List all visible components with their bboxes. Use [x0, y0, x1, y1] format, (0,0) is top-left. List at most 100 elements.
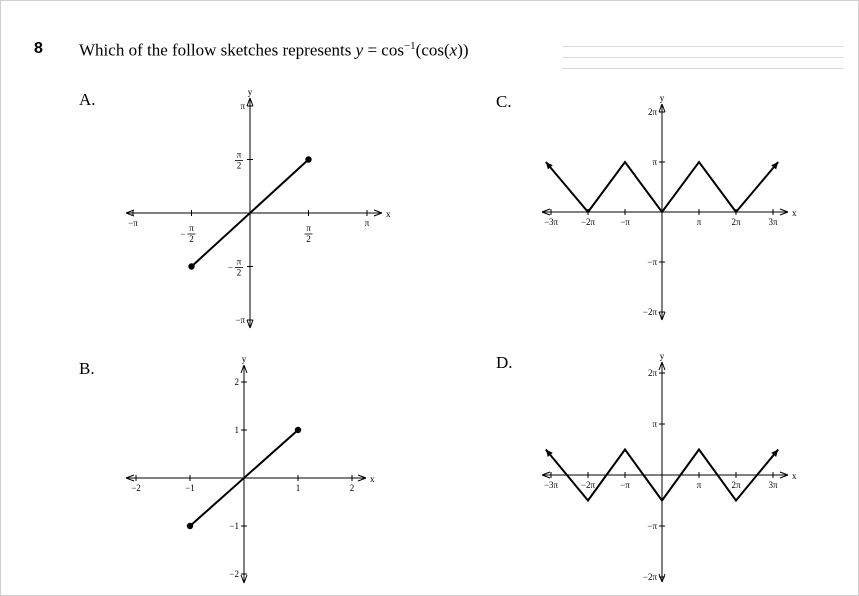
x-tick-label: 3π: [768, 217, 778, 227]
series-endpoint: [294, 426, 302, 434]
x-tick-label: −3π: [544, 480, 559, 490]
x-tick-label: −2: [131, 483, 141, 493]
formula-arg: x: [449, 40, 458, 60]
answer-lines: [562, 46, 844, 79]
x-axis-arrow-right: [779, 208, 789, 216]
y-axis-arrow-down: [658, 573, 666, 583]
y-tick-label: 1: [235, 425, 240, 435]
x-axis-arrow-right: [373, 209, 383, 217]
x-tick-label: π2: [304, 223, 313, 244]
y-axis-label: y: [660, 351, 665, 361]
series-endpoint: [186, 522, 194, 530]
formula-lhs: y: [355, 40, 364, 60]
option-d-label[interactable]: D.: [496, 353, 513, 372]
x-axis-label: x: [386, 209, 391, 219]
series-arrowhead: [771, 449, 779, 457]
answer-line: [562, 57, 844, 58]
series-line: [545, 447, 779, 503]
x-tick-label: −2π: [581, 217, 596, 227]
option-b-label[interactable]: B.: [79, 359, 95, 378]
series-arrowhead: [545, 449, 553, 457]
y-tick-label-num: π: [237, 257, 242, 267]
x-tick-label: 2: [350, 483, 355, 493]
y-tick-label: π: [652, 419, 657, 429]
x-tick-label-den: 2: [189, 234, 194, 244]
y-axis-arrow-up: [658, 103, 666, 113]
y-tick-label: 2π: [648, 368, 658, 378]
y-tick-label: −2π: [643, 307, 658, 317]
question-text: Which of the follow sketches represents …: [79, 40, 469, 61]
x-axis-label: x: [792, 208, 797, 218]
formula-eq: = cos: [363, 40, 404, 60]
y-tick-label-den: 2: [237, 161, 242, 171]
x-tick-label: −π: [620, 480, 630, 490]
y-tick-label: −1: [229, 521, 239, 531]
x-tick-label: −π: [128, 218, 138, 228]
y-tick-label: −2π: [643, 572, 658, 582]
x-tick-label: −2π: [581, 480, 596, 490]
series-arrowhead: [771, 162, 779, 170]
x-axis-arrow-left: [541, 471, 551, 479]
option-a-label[interactable]: A.: [79, 90, 96, 109]
graph-b[interactable]: x y −2 −1 1 2 2 1 −1 −2: [120, 354, 375, 590]
x-tick-label-num: π: [189, 223, 194, 233]
y-tick-label: π: [240, 101, 245, 111]
y-tick-label-den: 2: [237, 268, 242, 278]
x-tick-label: π: [365, 218, 370, 228]
y-tick-label: −π: [647, 257, 657, 267]
x-axis-arrow-left: [125, 474, 135, 482]
y-tick-label: −π: [647, 521, 657, 531]
series-line: [189, 429, 299, 527]
formula-close: )): [457, 40, 469, 60]
x-tick-label: −3π: [544, 217, 559, 227]
y-axis-arrow-down: [658, 311, 666, 321]
y-tick-label: π: [652, 157, 657, 167]
x-tick-label: π: [697, 480, 702, 490]
series-arrowhead: [545, 162, 553, 170]
x-tick-label: 3π: [768, 480, 778, 490]
y-axis-label: y: [660, 93, 665, 103]
y-axis-label: y: [248, 87, 253, 97]
answer-line: [562, 46, 844, 47]
y-axis-label: y: [242, 354, 247, 364]
x-axis-label: x: [792, 471, 797, 481]
x-tick-label-minus: −: [180, 229, 185, 239]
y-tick-label-num: π: [237, 150, 242, 160]
x-tick-label: −π: [620, 217, 630, 227]
question-number: 8: [34, 40, 43, 57]
y-tick-label-minus: −: [228, 263, 233, 273]
x-tick-label: −π2: [180, 223, 196, 244]
y-axis-arrow-up: [658, 361, 666, 371]
graph-c[interactable]: x y −3π −2π −π π 2π 3π 2π π −π −2π: [536, 92, 798, 324]
y-axis-arrow-up: [240, 364, 248, 374]
graph-d[interactable]: x y −3π −2π −π π 2π 3π 2π π −π −2π: [536, 350, 798, 586]
y-tick-label: −π: [235, 315, 245, 325]
y-tick-label: −2: [229, 569, 239, 579]
x-tick-label: 2π: [731, 217, 741, 227]
y-tick-label: −π2: [228, 257, 243, 278]
x-axis-arrow-right: [357, 474, 367, 482]
answer-line: [562, 68, 844, 69]
x-axis-arrow-right: [779, 471, 789, 479]
x-axis-arrow-left: [541, 208, 551, 216]
x-tick-label: 2π: [731, 480, 741, 490]
formula-sup: −1: [403, 40, 416, 52]
question-prompt: Which of the follow sketches represents: [79, 40, 352, 60]
y-tick-label: 2: [235, 377, 240, 387]
x-tick-label: 1: [296, 483, 301, 493]
x-tick-label-den: 2: [306, 234, 311, 244]
x-axis-label: x: [370, 474, 375, 484]
y-axis-arrow-up: [246, 97, 254, 107]
series-line: [190, 158, 310, 268]
x-tick-label-num: π: [306, 223, 311, 233]
series-line: [545, 160, 779, 214]
x-tick-label: π: [697, 217, 702, 227]
y-tick-label: π2: [235, 150, 243, 171]
option-c-label[interactable]: C.: [496, 92, 512, 111]
series-endpoint: [188, 263, 195, 270]
y-tick-label: 2π: [648, 107, 658, 117]
series-endpoint: [305, 156, 312, 163]
y-axis-arrow-down: [246, 319, 254, 329]
x-tick-label: −1: [185, 483, 195, 493]
